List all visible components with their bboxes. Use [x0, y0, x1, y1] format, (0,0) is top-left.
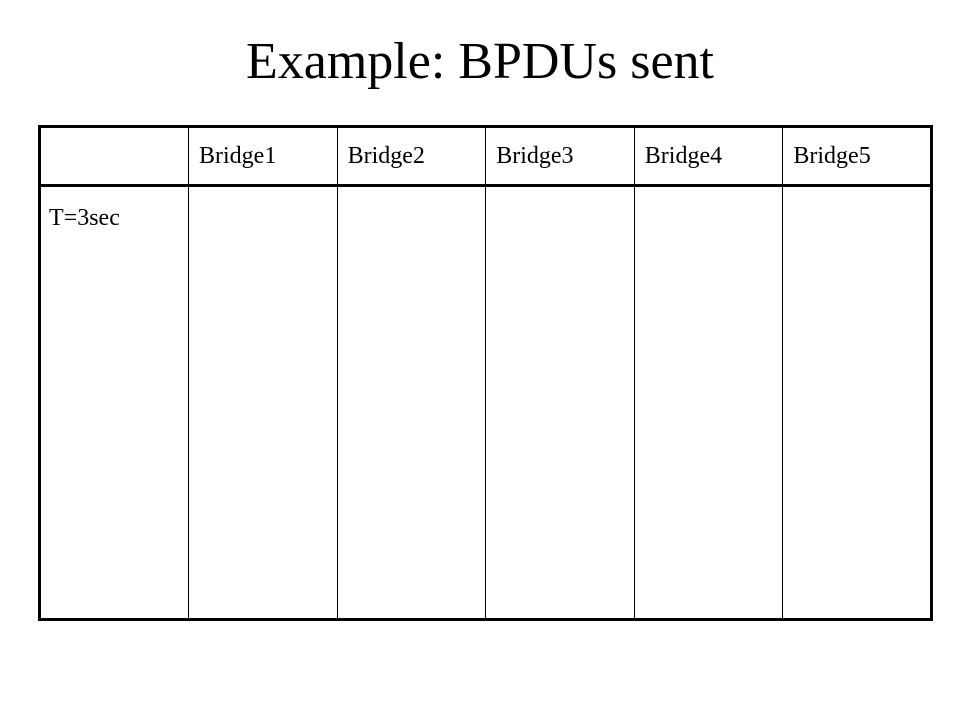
- table-cell-bridge3: [485, 185, 635, 620]
- column-header-bridge5: Bridge5: [782, 126, 932, 187]
- column-header-bridge4: Bridge4: [633, 126, 784, 187]
- table-cell-bridge4: [633, 185, 784, 620]
- column-header-bridge2: Bridge2: [336, 126, 487, 187]
- row-label: T=3sec: [39, 185, 189, 620]
- table-cell-bridge2: [336, 185, 487, 620]
- table-row: T=3sec: [39, 185, 932, 620]
- table-header-row: Bridge1 Bridge2 Bridge3 Bridge4 Bridge5: [39, 126, 932, 187]
- bpdu-table: Bridge1 Bridge2 Bridge3 Bridge4 Bridge5 …: [38, 125, 933, 621]
- corner-cell: [39, 126, 189, 187]
- column-header-bridge3: Bridge3: [485, 126, 635, 187]
- table-cell-bridge5: [782, 185, 932, 620]
- table-cell-bridge1: [188, 185, 338, 620]
- slide-title: Example: BPDUs sent: [246, 33, 714, 90]
- column-header-bridge1: Bridge1: [188, 126, 338, 187]
